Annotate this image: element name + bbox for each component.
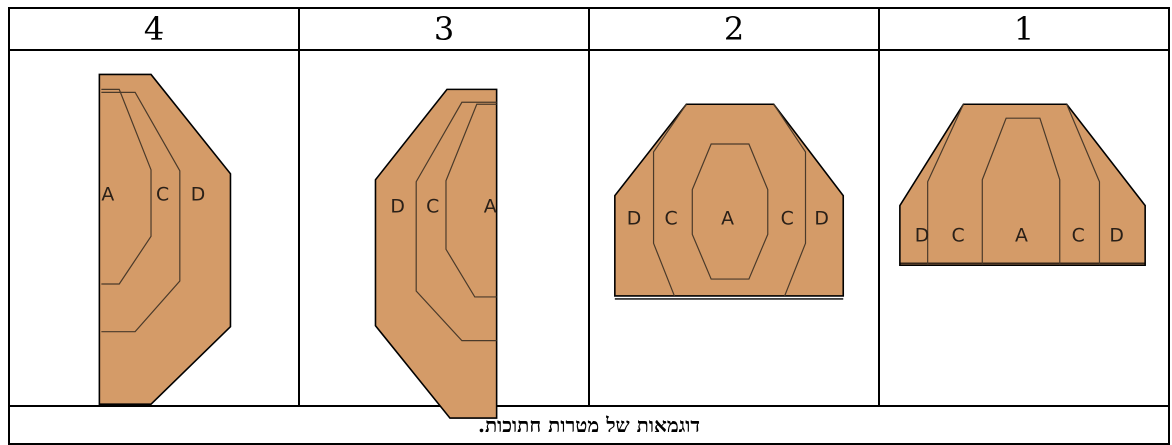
target-2-zone-label-d-left: D: [627, 208, 642, 230]
target-1-zone-label-d-right: D: [1109, 224, 1124, 246]
target-2-zone-label-c-right: C: [781, 208, 794, 230]
target-3-svg: D C A: [300, 51, 588, 405]
target-2-zone-label-d-right: D: [814, 208, 829, 230]
caption-row: דוגמאות של מטרות חתוכות.: [9, 406, 1169, 444]
figures-row: A C D D C A: [9, 50, 1169, 406]
target-4-zone-label-d: D: [191, 184, 206, 206]
header-row: 4 3 2 1: [9, 8, 1169, 50]
target-3-zone-label-c: C: [426, 196, 439, 218]
target-2-svg: D C A C D: [590, 51, 878, 405]
target-4-svg: A C D: [10, 51, 298, 405]
target-figure-2: D C A C D: [589, 50, 879, 406]
target-2-body: [615, 104, 843, 296]
target-figure-1: D C A C D: [879, 50, 1169, 406]
target-1-zone-label-d-left: D: [915, 224, 930, 246]
target-2-zone-label-a: A: [721, 208, 734, 230]
target-4-body: [99, 75, 230, 405]
target-1-svg: D C A C D: [880, 51, 1168, 405]
target-figure-4: A C D: [9, 50, 299, 406]
target-3-zone-label-a: A: [484, 196, 497, 218]
target-2-zone-label-c-left: C: [664, 208, 677, 230]
column-number-1: 4: [9, 8, 299, 50]
target-3-zone-label-d: D: [390, 196, 405, 218]
target-1-zone-label-a: A: [1015, 224, 1028, 246]
target-1-zone-label-c-left: C: [952, 224, 965, 246]
target-figure-3: D C A: [299, 50, 589, 406]
target-1-zone-label-c-right: C: [1072, 224, 1085, 246]
column-number-2: 3: [299, 8, 589, 50]
column-number-3: 2: [589, 8, 879, 50]
target-3-body: [375, 89, 496, 418]
column-number-4: 1: [879, 8, 1169, 50]
targets-table: 4 3 2 1 A C D: [8, 7, 1170, 445]
target-4-zone-label-a: A: [101, 184, 114, 206]
caption: דוגמאות של מטרות חתוכות.: [9, 406, 1169, 444]
target-4-zone-label-c: C: [156, 184, 169, 206]
